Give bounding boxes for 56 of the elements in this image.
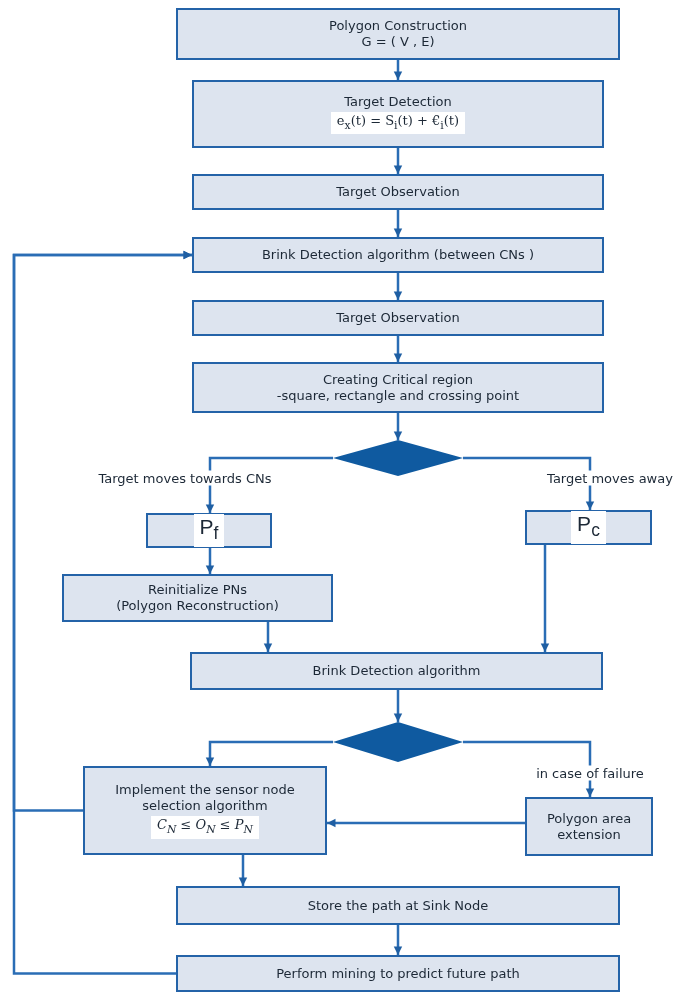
process-box <box>62 574 333 622</box>
process-box <box>146 513 272 548</box>
arrow <box>205 740 333 766</box>
formula: e$_{x}$(t) = S$_{i}$(t) + €$_{i}$(t) <box>330 111 466 135</box>
process-box <box>190 652 603 690</box>
process-box <box>83 766 327 855</box>
node-label: Target Observation <box>336 310 460 326</box>
arrow <box>463 456 595 510</box>
arrow <box>327 818 525 828</box>
arrow <box>393 690 403 722</box>
node-label: Polygon Construction <box>329 18 467 34</box>
arrow <box>463 740 595 797</box>
decision-diamond <box>333 722 463 762</box>
node-label: Reinitialize PNs <box>147 582 248 598</box>
node-label: Store the path at Sink Node <box>307 897 489 914</box>
node-label: Perform mining to predict future path <box>276 965 520 982</box>
arrow <box>393 210 403 237</box>
edge-label: Target moves towards CNs <box>97 470 273 486</box>
node-label: Implement the sensor node selection algorithm <box>114 782 296 815</box>
node-subtitle: G = ( V , E) <box>361 34 435 50</box>
process-box <box>192 362 604 413</box>
arrow <box>12 250 192 812</box>
node-label: Target Detection <box>344 93 452 110</box>
process-box <box>525 797 653 856</box>
edge-label: Target moves away <box>546 470 674 486</box>
arrow <box>540 545 550 652</box>
arrow <box>393 413 403 440</box>
process-box <box>525 510 652 545</box>
node-subtitle: (Polygon Reconstruction) <box>116 598 279 614</box>
arrow <box>393 925 403 955</box>
arrow <box>205 548 215 574</box>
process-box <box>176 886 620 925</box>
node-label: Brink Detection algorithm (between CNs ) <box>261 247 535 263</box>
process-box <box>192 80 604 148</box>
decision-diamond <box>333 440 463 476</box>
node-label: Brink Detection algorithm <box>312 663 481 679</box>
node-label: Target Observation <box>336 184 460 200</box>
arrow <box>238 855 248 886</box>
arrow <box>263 622 273 652</box>
arrow <box>393 148 403 174</box>
process-box <box>192 300 604 336</box>
node-label: Polygon area extension <box>545 810 633 843</box>
arrow <box>393 336 403 362</box>
arrow <box>393 60 403 80</box>
node-label: P$_{f}$ <box>193 514 225 547</box>
process-box <box>176 8 620 60</box>
arrow <box>393 273 403 300</box>
node-label: Creating Critical region <box>322 371 474 388</box>
formula: C$_{N}$ ≤ O$_{N}$ ≤ P$_{N}$ <box>150 816 260 839</box>
process-box <box>192 174 604 210</box>
node-subtitle: -square, rectangle and crossing point <box>276 387 520 404</box>
edge-label: in case of failure <box>535 765 645 781</box>
process-box <box>176 955 620 992</box>
node-label: P$_{c}$ <box>571 511 606 544</box>
arrow <box>205 456 333 513</box>
process-box <box>192 237 604 273</box>
